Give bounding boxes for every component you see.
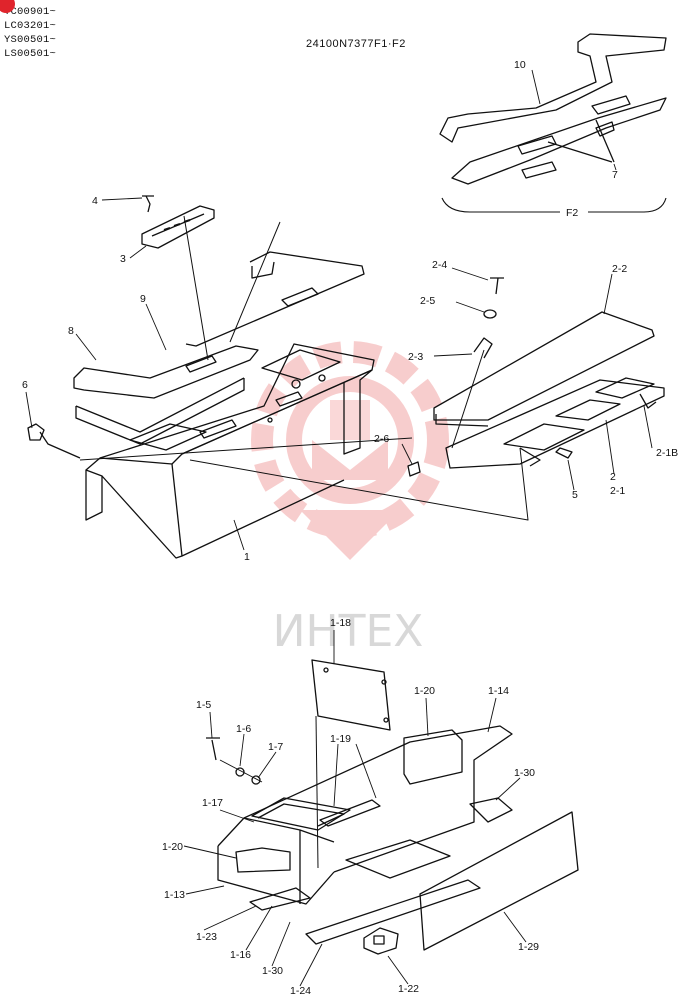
label-1-13: 1-13 <box>164 889 185 901</box>
label-2-1b: 2-1B <box>656 447 678 459</box>
clip-1-22-icon <box>363 927 399 955</box>
corner-marker-icon <box>0 0 15 13</box>
f2-detail-assembly <box>439 33 667 213</box>
label-1-14: 1-14 <box>488 685 509 697</box>
label-2-4: 2-4 <box>432 259 447 271</box>
label-4: 4 <box>92 195 98 207</box>
label-1-6: 1-6 <box>236 723 251 735</box>
label-2-1: 2-1 <box>610 485 625 497</box>
label-1-22: 1-22 <box>398 983 419 995</box>
screw-2-4-icon <box>490 277 504 295</box>
label-1-29: 1-29 <box>518 941 539 953</box>
label-2-3: 2-3 <box>408 351 423 363</box>
label-3: 3 <box>120 253 126 265</box>
leader-lines <box>25 69 653 987</box>
switch-plate-3 <box>141 205 215 249</box>
screw-4-icon <box>142 195 154 213</box>
serial-number-4: LS00501~ <box>4 48 57 60</box>
label-2-2: 2-2 <box>612 263 627 275</box>
serial-number-1: TC00901~ <box>4 6 57 18</box>
label-1-18: 1-18 <box>330 617 351 629</box>
drawing-code: 24100N7377F1·F2 <box>306 38 406 50</box>
plate-1-23 <box>249 887 311 911</box>
panel-9 <box>185 251 365 347</box>
label-1-5: 1-5 <box>196 699 211 711</box>
upper-left-parts <box>73 195 365 445</box>
block-1-20 <box>403 729 463 785</box>
label-1-19: 1-19 <box>330 733 351 745</box>
plate-2-2 <box>433 311 655 421</box>
label-1-20-left: 1-20 <box>162 841 183 853</box>
washer-2-5-icon <box>483 309 497 319</box>
label-1-16: 1-16 <box>230 949 251 961</box>
bolt-5-icon <box>555 447 573 459</box>
label-2-6: 2-6 <box>374 433 389 445</box>
label-1-23: 1-23 <box>196 931 217 943</box>
lower-assembly <box>206 659 579 955</box>
block-1-20b <box>235 847 291 873</box>
label-7: 7 <box>612 169 618 181</box>
label-1-17: 1-17 <box>202 797 223 809</box>
panel-1-29 <box>419 811 579 951</box>
label-5: 5 <box>572 489 578 501</box>
watermark-text: ИНТЕХ <box>273 606 424 657</box>
opening-1-17 <box>251 797 351 831</box>
label-1-30-right: 1-30 <box>514 767 535 779</box>
label-2: 2 <box>610 471 616 483</box>
label-1-24: 1-24 <box>290 985 311 997</box>
serial-number-2: LC03201~ <box>4 20 57 32</box>
washer-1-6-icon <box>235 767 245 777</box>
label-1-20-top: 1-20 <box>414 685 435 697</box>
clip-2-3 <box>473 337 493 359</box>
bolt-6-icon <box>39 431 81 459</box>
label-6: 6 <box>22 379 28 391</box>
plate-1-24 <box>305 879 481 945</box>
main-box-1 <box>27 343 529 559</box>
label-9: 9 <box>140 293 146 305</box>
watermark-logo-icon <box>251 341 449 560</box>
part-number-labels: 10 7 F2 4 3 9 8 6 1 2-4 2-5 2-3 2-2 2-6 … <box>22 59 678 997</box>
label-1: 1 <box>244 551 250 563</box>
label-1-7: 1-7 <box>268 741 283 753</box>
screw-1-5-icon <box>206 737 220 761</box>
right-assembly-2 <box>407 277 665 477</box>
serial-number-3: YS00501~ <box>4 34 57 46</box>
bracket-1-18 <box>311 659 391 731</box>
label-10: 10 <box>514 59 526 71</box>
nut-2-6-icon <box>407 461 421 477</box>
washer-1-7-icon <box>251 775 261 785</box>
label-f2: F2 <box>566 207 578 219</box>
cover-8 <box>73 345 259 399</box>
label-8: 8 <box>68 325 74 337</box>
label-2-5: 2-5 <box>420 295 435 307</box>
label-1-30-bottom: 1-30 <box>262 965 283 977</box>
frame-2 <box>445 379 665 469</box>
